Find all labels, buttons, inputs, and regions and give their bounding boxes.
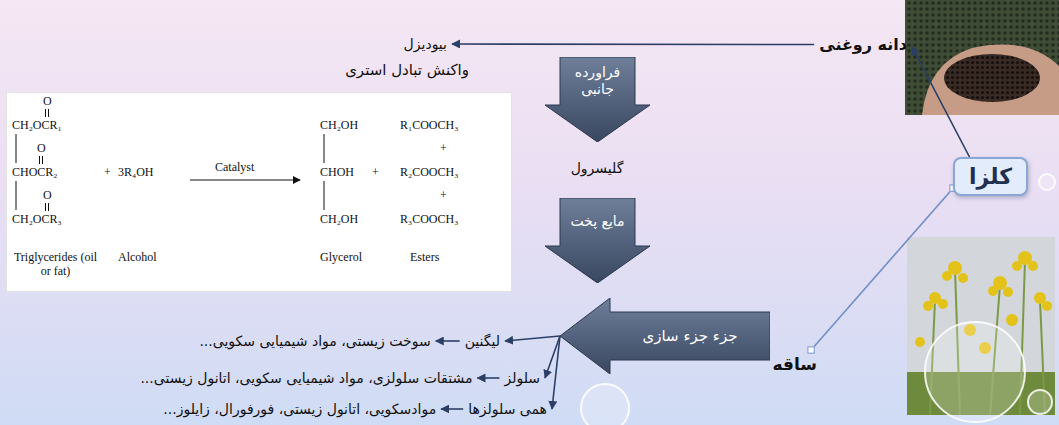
node-text: واکنش تبادل استری bbox=[345, 61, 469, 79]
formula-label: Triglycerides (oil or fat) bbox=[8, 250, 103, 278]
formula-label: Glycerol bbox=[320, 250, 362, 264]
formula-label: CH₂OCR₁ bbox=[12, 118, 62, 132]
product-label: دانه روغنی bbox=[814, 33, 912, 56]
formula-label: CHOH bbox=[320, 165, 354, 179]
flower bbox=[938, 299, 948, 309]
block-arrow-outline bbox=[545, 198, 650, 283]
flower bbox=[1042, 301, 1052, 311]
formula-label: CH₂OCR₃ bbox=[12, 212, 62, 226]
flower bbox=[958, 273, 968, 283]
block-arrow-outline bbox=[560, 298, 770, 374]
node-text: ساقه bbox=[772, 354, 817, 374]
fraction-label: لیگنین bbox=[460, 331, 505, 351]
formula-label: Alcohol bbox=[118, 250, 157, 264]
block-arrow-left: جزء جزء سازی bbox=[560, 298, 770, 374]
formula-label: O bbox=[37, 141, 46, 155]
formula-label: O bbox=[43, 188, 52, 202]
block-arrow-down: مایع پخت bbox=[545, 198, 650, 283]
node-text: سوخت زیستی، مواد شیمیایی سکویی... bbox=[199, 333, 430, 349]
connector-arrow bbox=[552, 336, 560, 409]
formula-label: CH₂OH bbox=[320, 118, 358, 132]
block-arrow-down: فراورده جانبی bbox=[545, 57, 650, 142]
product-label: گلیسرول bbox=[566, 158, 629, 178]
bubble bbox=[1039, 174, 1055, 190]
product-label: موادسکویی، اتانول زیستی، فورفورال، زایلو… bbox=[158, 399, 441, 419]
node-text: کلزا bbox=[969, 164, 1012, 189]
connector-arrow bbox=[811, 188, 953, 350]
node-text: دانه روغنی bbox=[819, 35, 907, 54]
node-text: جزء جزء سازی bbox=[610, 312, 770, 360]
node-text: فراورده جانبی bbox=[560, 57, 635, 105]
formula-label: O bbox=[43, 94, 52, 108]
formula-label: R₃COOCH₃ bbox=[400, 212, 458, 226]
flower bbox=[1028, 261, 1038, 271]
flower bbox=[988, 286, 998, 296]
bubble bbox=[1028, 390, 1052, 414]
flower bbox=[1003, 287, 1013, 297]
bubble bbox=[925, 322, 1025, 422]
formula-label: R₁COOCH₃ bbox=[400, 118, 458, 132]
formula-label: Catalyst bbox=[215, 160, 254, 174]
formula-label: Esters bbox=[410, 250, 439, 264]
formula-label: + bbox=[440, 188, 447, 202]
node-text: مشتقات سلولزی، مواد شیمیایی سکویی، اتانو… bbox=[140, 370, 472, 386]
part-label: ساقه bbox=[767, 350, 822, 378]
bubbles bbox=[581, 174, 1055, 425]
formula-label: CHOCR₂ bbox=[12, 165, 58, 179]
bubble bbox=[581, 384, 629, 425]
connector-arrow bbox=[477, 377, 499, 379]
node-text: همی سلولزها bbox=[468, 401, 547, 417]
crop-box: کلزا bbox=[953, 157, 1028, 196]
fraction-label: همی سلولزها bbox=[463, 399, 552, 419]
node-text: گلیسرول bbox=[571, 160, 624, 176]
connector-arrow bbox=[441, 408, 463, 410]
seed-pile bbox=[944, 54, 1040, 102]
product-label: بیودیزل bbox=[399, 34, 452, 54]
node-text: موادسکویی، اتانول زیستی، فورفورال، زایلو… bbox=[163, 401, 436, 417]
seed-photo bbox=[905, 0, 1059, 115]
flower bbox=[942, 271, 952, 281]
connector-arrow bbox=[452, 43, 814, 45]
node-text: لیگنین bbox=[465, 333, 500, 349]
formula-label: 3R₄OH bbox=[118, 165, 154, 179]
formula-label: + bbox=[372, 165, 379, 179]
formula-label: R₂COOCH₃ bbox=[400, 165, 458, 179]
formula-label: + bbox=[104, 165, 111, 179]
flower bbox=[915, 337, 925, 347]
node-text: سلولز bbox=[504, 370, 540, 386]
connector-arrow bbox=[436, 340, 460, 342]
formula-label: CH₂OH bbox=[320, 212, 358, 226]
flower bbox=[1006, 314, 1018, 326]
block-arrow-shape bbox=[545, 198, 650, 283]
connector-arrow bbox=[505, 336, 560, 341]
formula-label: + bbox=[440, 141, 447, 155]
photo-ground bbox=[905, 0, 1059, 115]
flower bbox=[1012, 261, 1022, 271]
connector-arrow bbox=[912, 47, 970, 157]
node-text: مایع پخت bbox=[560, 198, 635, 246]
fraction-label: سلولز bbox=[499, 368, 545, 388]
block-arrow-outline bbox=[545, 57, 650, 142]
product-label: سوخت زیستی، مواد شیمیایی سکویی... bbox=[194, 331, 435, 351]
product-label: مشتقات سلولزی، مواد شیمیایی سکویی، اتانو… bbox=[135, 368, 477, 388]
node-text: بیودیزل bbox=[404, 36, 447, 52]
flower bbox=[923, 301, 933, 311]
